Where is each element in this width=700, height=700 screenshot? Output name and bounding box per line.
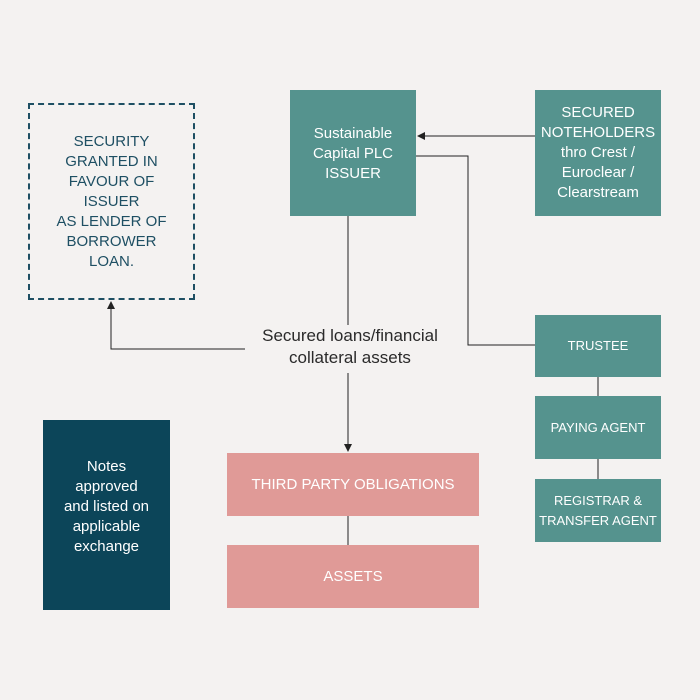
registrar-box: REGISTRAR & TRANSFER AGENT (535, 479, 661, 542)
registrar-box-text: REGISTRAR & TRANSFER AGENT (539, 492, 657, 528)
assets-box-text: ASSETS (323, 567, 383, 585)
noteholders-box: SECURED NOTEHOLDERS thro Crest / Eurocle… (535, 90, 661, 216)
arrow-collateral-to-security (107, 301, 245, 350)
paying-agent-box-text: PAYING AGENT (550, 419, 646, 435)
issuer-box: Sustainable Capital PLC ISSUER (290, 90, 416, 216)
paying-agent-box: PAYING AGENT (535, 396, 661, 459)
third-party-obligations-box: THIRD PARTY OBLIGATIONS (227, 453, 479, 516)
notes-box-text: Notes approved and listed on applicable … (63, 458, 150, 555)
assets-box: ASSETS (227, 545, 479, 608)
noteholders-box-text: SECURED NOTEHOLDERS thro Crest / Eurocle… (540, 104, 656, 201)
trustee-box-text: TRUSTEE (567, 338, 629, 353)
security-box-text: SECURITY GRANTED IN FAVOUR OF ISSUER AS … (56, 132, 167, 270)
notes-box: Notes approved and listed on applicable … (43, 420, 170, 610)
security-box: SECURITY GRANTED IN FAVOUR OF ISSUER AS … (28, 103, 195, 300)
issuer-box-text: Sustainable Capital PLC ISSUER (312, 125, 394, 182)
line-trustee-to-issuer (416, 155, 535, 346)
third-party-obligations-text: THIRD PARTY OBLIGATIONS (251, 475, 455, 493)
trustee-box: TRUSTEE (535, 315, 661, 377)
collateral-label: Secured loans/financial collateral asset… (245, 325, 455, 373)
